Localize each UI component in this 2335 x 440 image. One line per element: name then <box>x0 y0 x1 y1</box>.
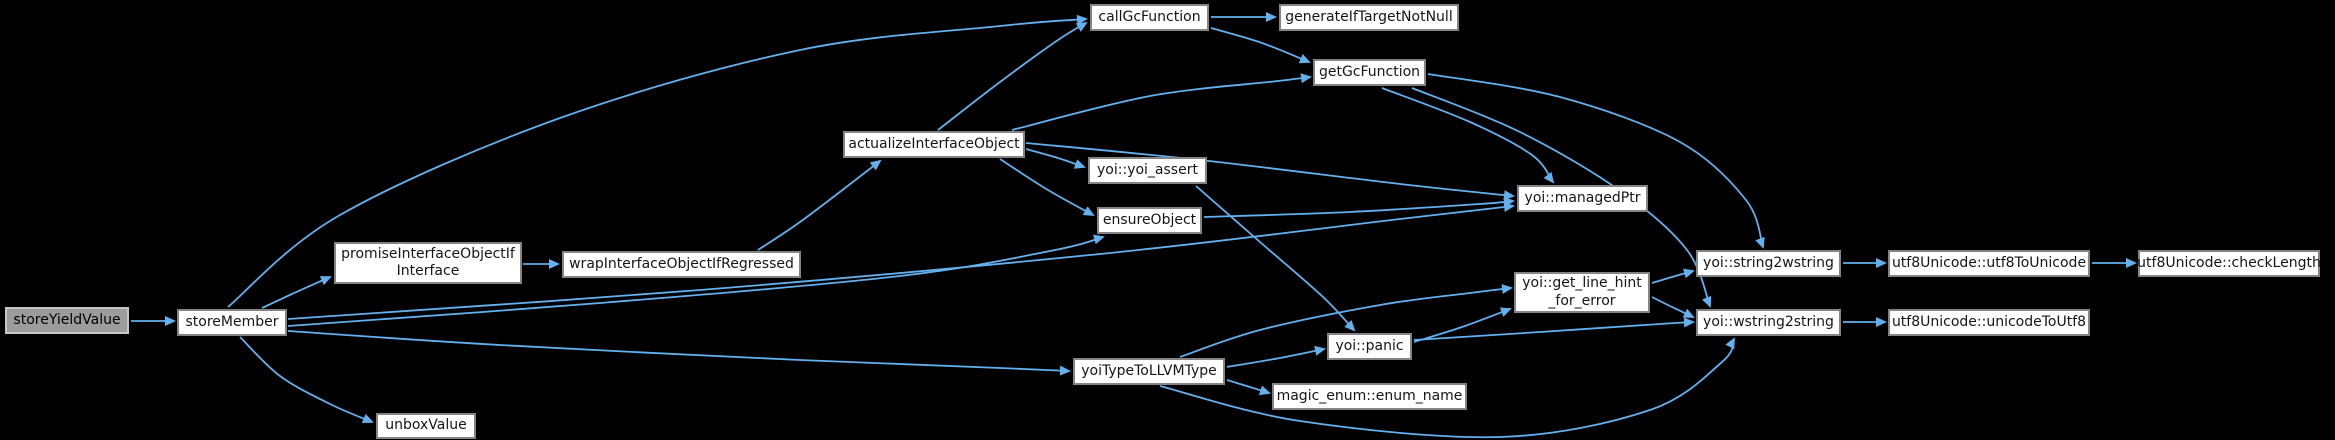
graph-node-getGcFunction[interactable]: getGcFunction <box>1313 59 1426 86</box>
edge-storeMember-to-ensureObject <box>287 234 1105 327</box>
graph-node-getLineHint[interactable]: yoi::get_line_hint _for_error <box>1514 272 1650 313</box>
edge-yoiTypeToLLVM-to-getLineHint <box>1179 284 1513 358</box>
edge-ensureObject-to-managedPtr <box>1203 196 1515 218</box>
graph-node-managedPtr[interactable]: yoi::managedPtr <box>1517 185 1648 212</box>
edge-actualizeIface-to-yoiAssert <box>1025 148 1086 169</box>
graph-node-yoiTypeToLLVM[interactable]: yoiTypeToLLVMType <box>1073 358 1225 385</box>
graph-node-storeYieldValue[interactable]: storeYieldValue <box>5 307 129 334</box>
graph-node-yoiAssert[interactable]: yoi::yoi_assert <box>1088 157 1207 184</box>
edge-actualizeIface-to-ensureObject <box>999 158 1095 216</box>
edge-storeMember-to-managedPtr <box>287 202 1515 320</box>
edge-actualizeIface-to-managedPtr <box>1025 142 1515 201</box>
edge-getGcFunction-to-string2wstring <box>1427 73 1765 249</box>
edge-yoiTypeToLLVM-to-magicEnumName <box>1226 379 1271 396</box>
graph-node-utf8ToUnicode[interactable]: utf8Unicode::utf8ToUnicode <box>1888 250 2090 277</box>
graph-node-checkLength[interactable]: utf8Unicode::checkLength <box>2137 250 2321 277</box>
edge-yoiTypeToLLVM-to-yoiPanic <box>1226 345 1326 368</box>
graph-node-actualizeIface[interactable]: actualizeInterfaceObject <box>843 131 1025 158</box>
edge-yoiPanic-to-wstring2string <box>1413 317 1695 341</box>
edge-wrapIface-to-actualizeIface <box>757 159 882 251</box>
graph-node-string2wstring[interactable]: yoi::string2wstring <box>1696 250 1841 277</box>
edge-storeMember-to-callGcFunction <box>227 14 1088 308</box>
edge-storeMember-to-promiseIface <box>261 276 332 309</box>
edge-getGcFunction-to-managedPtr <box>1381 87 1555 184</box>
edge-yoiAssert-to-yoiPanic <box>1195 185 1356 332</box>
edge-callGcFunction-to-getGcFunction <box>1210 27 1311 64</box>
graph-node-wstring2string[interactable]: yoi::wstring2string <box>1696 309 1841 336</box>
edge-storeMember-to-yoiTypeToLLVM <box>287 330 1071 376</box>
graph-node-storeMember[interactable]: storeMember <box>177 309 287 336</box>
edge-getLineHint-to-wstring2string <box>1651 296 1695 318</box>
graph-node-magicEnumName[interactable]: magic_enum::enum_name <box>1272 383 1467 410</box>
graph-node-callGcFunction[interactable]: callGcFunction <box>1090 4 1209 31</box>
edge-actualizeIface-to-getGcFunction <box>1011 73 1312 131</box>
edge-storeMember-to-unboxValue <box>239 336 374 424</box>
graph-node-unicodeToUtf8[interactable]: utf8Unicode::unicodeToUtf8 <box>1888 309 2090 336</box>
edge-getLineHint-to-string2wstring <box>1651 268 1695 284</box>
edge-yoiTypeToLLVM-to-wstring2string <box>1159 337 1735 439</box>
graph-node-ensureObject[interactable]: ensureObject <box>1097 207 1202 234</box>
graph-node-wrapIface[interactable]: wrapInterfaceObjectIfRegressed <box>562 251 801 278</box>
graph-node-yoiPanic[interactable]: yoi::panic <box>1327 333 1412 360</box>
edge-actualizeIface-to-callGcFunction <box>937 21 1088 131</box>
graph-node-generateIfTarget[interactable]: generateIfTargetNotNull <box>1279 4 1459 31</box>
graph-node-unboxValue[interactable]: unboxValue <box>376 413 476 439</box>
graph-node-promiseIface[interactable]: promiseInterfaceObjectIf Interface <box>334 242 522 284</box>
